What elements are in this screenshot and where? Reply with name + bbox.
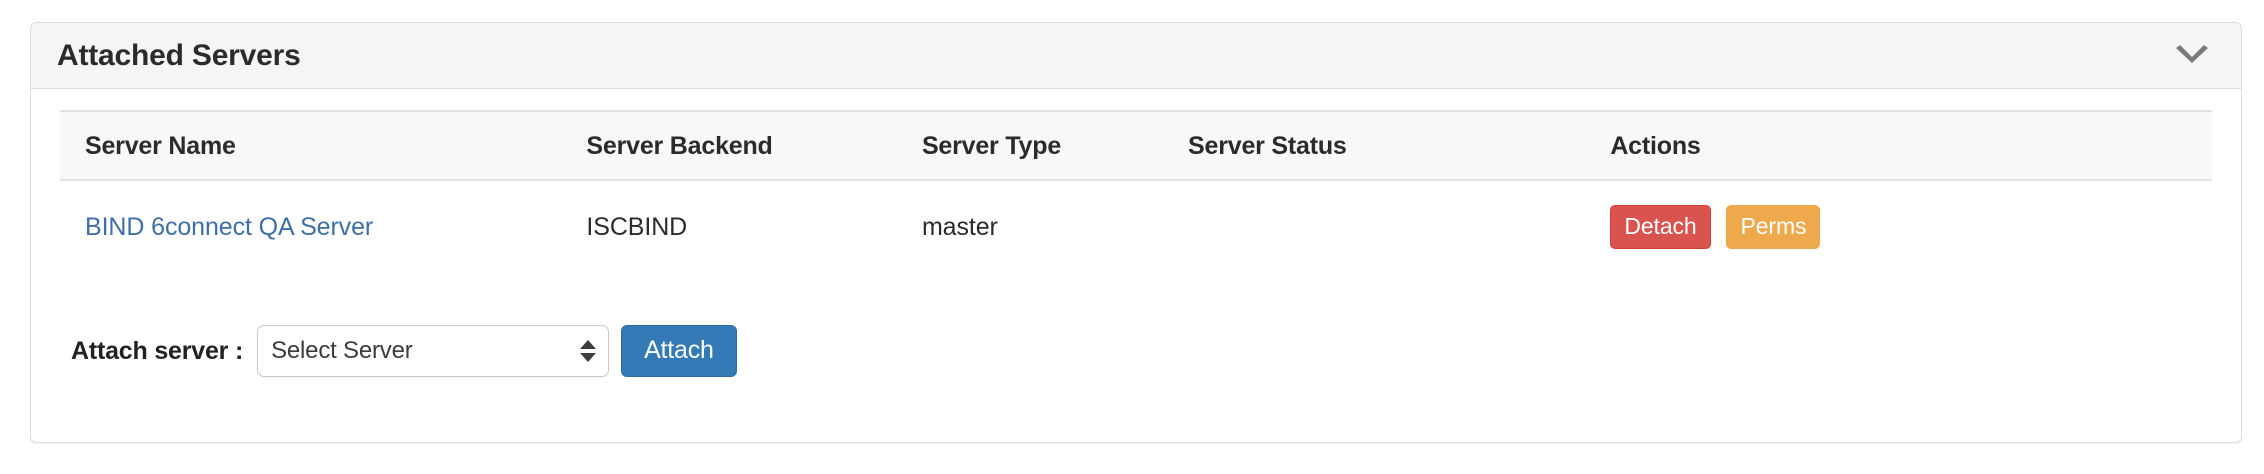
perms-button[interactable]: Perms [1726, 205, 1821, 249]
attached-servers-table: Server Name Server Backend Server Type S… [60, 110, 2212, 271]
column-header-server-status: Server Status [1188, 110, 1611, 181]
column-header-server-type: Server Type [921, 110, 1189, 181]
table-body: BIND 6connect QA Server ISCBIND master D… [60, 180, 2212, 271]
panel-body: Server Name Server Backend Server Type S… [31, 89, 2241, 442]
cell-server-status [1188, 180, 1610, 271]
attached-servers-panel: Attached Servers Server Name Server Back… [30, 22, 2242, 443]
server-select[interactable]: Select Server [257, 325, 610, 377]
chevron-down-icon [2176, 44, 2208, 63]
attach-server-label: Attach server : [71, 336, 244, 365]
panel-collapse-toggle[interactable] [2171, 39, 2213, 73]
column-header-actions: Actions [1610, 110, 2212, 181]
attach-button[interactable]: Attach [621, 325, 737, 377]
servers-table-wrapper: Server Name Server Backend Server Type S… [60, 110, 2212, 271]
attach-server-form: Attach server : Select Server Attach [71, 325, 737, 377]
column-header-server-backend: Server Backend [586, 110, 922, 181]
cell-server-name: BIND 6connect QA Server [60, 180, 586, 271]
cell-server-type: master [921, 212, 998, 241]
detach-button[interactable]: Detach [1610, 205, 1711, 249]
page-title: Attached Servers [57, 38, 301, 72]
stepper-up-icon [580, 340, 597, 349]
table-row: BIND 6connect QA Server ISCBIND master D… [60, 180, 2212, 271]
server-select-value: Select Server [271, 337, 413, 364]
cell-actions: Detach Perms [1610, 180, 2212, 271]
table-header: Server Name Server Backend Server Type S… [60, 110, 2212, 181]
cell-server-backend: ISCBIND [586, 212, 688, 241]
select-stepper-icon [580, 340, 597, 362]
stepper-down-icon [580, 353, 597, 362]
panel-header: Attached Servers [31, 23, 2241, 89]
column-header-server-name: Server Name [60, 110, 587, 181]
server-name-link[interactable]: BIND 6connect QA Server [85, 212, 374, 241]
table-header-row: Server Name Server Backend Server Type S… [60, 110, 2212, 181]
